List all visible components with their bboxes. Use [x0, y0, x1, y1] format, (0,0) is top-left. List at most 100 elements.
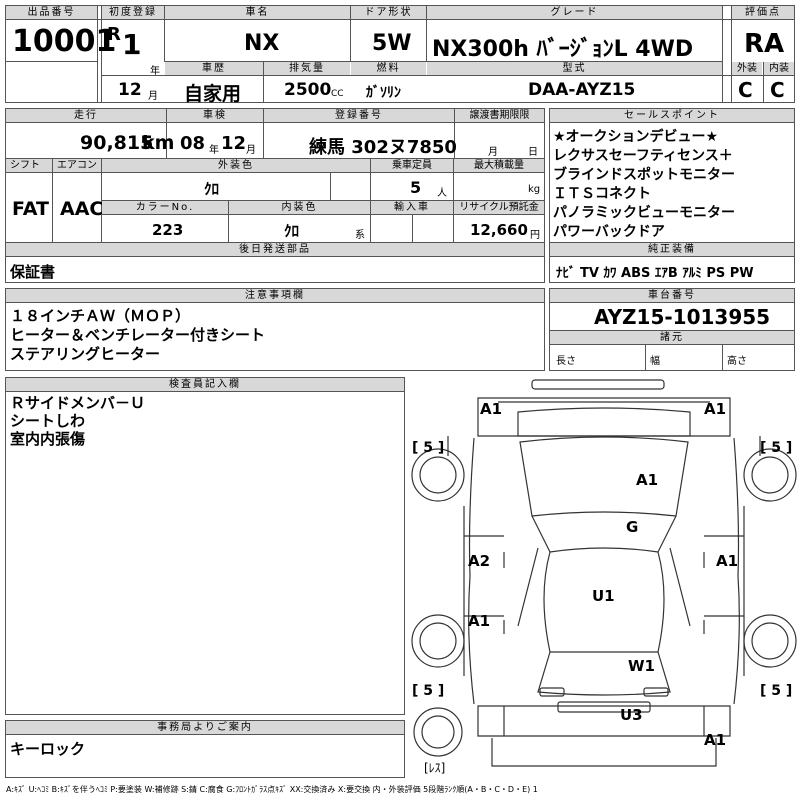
- kei-unit: 系: [355, 230, 365, 241]
- model-value: DAA-AYZ15: [528, 80, 636, 100]
- tire-tread-rear-left: [ 5 ]: [412, 683, 445, 699]
- damage-a1-rear-right: A1: [704, 731, 727, 749]
- grade: NX300h ﾊﾞｰｼﾞｮﾝL 4WD: [432, 37, 694, 62]
- sales-point-item: パワーバックドア: [553, 224, 665, 240]
- sales-points-header: セールスポイント: [550, 109, 794, 122]
- displacement-value: 2500: [284, 80, 332, 100]
- tire-tread-rear-right: [ 5 ]: [760, 683, 793, 699]
- tire-tread-front-right: [ 5 ]: [760, 440, 793, 456]
- aircon-value: AAC: [60, 198, 104, 220]
- damage-a1-hood: A1: [636, 471, 659, 489]
- damage-u1-roof: U1: [592, 587, 615, 605]
- damage-w1-rear: W1: [628, 657, 655, 675]
- sales-points-block: [549, 108, 795, 283]
- displacement-header: 排気量: [264, 62, 350, 75]
- car-name-header: 車名: [165, 6, 350, 19]
- width-label: 幅: [650, 356, 660, 367]
- grade-header: グレード: [427, 6, 722, 19]
- sales-point-item: レクサスセーフティセンス＋: [553, 148, 733, 164]
- color-header: 外装色: [102, 159, 370, 172]
- interior-color-value: ｸﾛ: [284, 222, 300, 240]
- car-diagram: [411, 379, 797, 767]
- cc-unit: CC: [331, 89, 344, 99]
- interior-color-header: 内装色: [229, 201, 370, 214]
- note-item: ステアリングヒーター: [10, 345, 161, 363]
- reg-no-header: 登録番号: [264, 109, 454, 122]
- fuel-header: 燃料: [351, 62, 426, 75]
- year-unit: 年: [150, 66, 160, 77]
- interior-header: 内装: [764, 62, 794, 75]
- spec-block: [5, 108, 545, 283]
- recycle-value: 12,660: [470, 221, 528, 239]
- inspection-month: 12: [221, 133, 247, 154]
- legend: A:ｷｽﾞ U:ﾍｺﾐ B:ｷｽﾞを伴うﾍｺﾐ P:要塗装 W:補修跡 S:錆 …: [6, 785, 538, 794]
- inspector-note-item: Ｒサイドメンバ－Ｕ: [10, 394, 146, 412]
- interior-score: C: [770, 78, 785, 102]
- damage-g-windshield: G: [626, 518, 639, 536]
- damage-a1-left-rear: A1: [468, 612, 491, 630]
- top-block: [5, 5, 795, 103]
- inspection-year: 08: [180, 133, 206, 154]
- recycle-header: リサイクル預託金: [454, 201, 544, 214]
- damage-u3-rear-bumper: U3: [620, 706, 643, 724]
- model-header: 型式: [427, 62, 722, 75]
- door-header: ドア形状: [351, 6, 426, 19]
- capacity-value: 5: [410, 178, 422, 197]
- chassis-block: [549, 288, 795, 371]
- inspector-note-item: シートしわ: [10, 412, 86, 430]
- notes-block: [5, 288, 545, 371]
- inspector-block: [5, 377, 405, 715]
- era: R: [107, 24, 121, 45]
- damage-a1-right-door: A1: [716, 552, 739, 570]
- genuine-equipment: ﾅﾋﾞ TV ｶﾜ ABS ｴｱB ｱﾙﾐ PS PW: [556, 266, 754, 281]
- inspection-year-unit: 年: [209, 145, 219, 156]
- inspection-month-unit: 月: [246, 145, 256, 156]
- transfer-header: 譲渡書期限限: [455, 109, 544, 122]
- capacity-unit: 人: [437, 188, 447, 199]
- office-block: [5, 720, 405, 778]
- score-header: 評価点: [732, 6, 794, 19]
- length-label: 長さ: [556, 356, 576, 367]
- height-label: 高さ: [727, 356, 747, 367]
- first-reg-month: 12: [118, 80, 142, 100]
- lot-no-header: 出品番号: [6, 6, 97, 19]
- color-no-header: カラーNo.: [102, 201, 228, 214]
- first-reg-year: 1: [122, 28, 142, 61]
- mileage-value: 90,815: [80, 132, 154, 154]
- month-unit: 月: [148, 91, 158, 102]
- exterior-header: 外装: [732, 62, 762, 75]
- transfer-day: 日: [528, 147, 538, 158]
- notes-list: １８インチＡＷ（ＭＯＰ）ヒーター＆ベンチレーター付きシートステアリングヒーター: [10, 307, 265, 364]
- spare-tire-label: [ﾚｽ]: [424, 761, 446, 775]
- transfer-month: 月: [488, 147, 498, 158]
- color-value: ｸﾛ: [204, 180, 220, 198]
- sales-point-item: ★オークションデビュー★: [553, 129, 719, 145]
- note-item: ヒーター＆ベンチレーター付きシート: [10, 326, 266, 344]
- exterior-score: C: [738, 78, 753, 102]
- damage-a2-left: A2: [468, 552, 491, 570]
- damage-a1-front-left: A1: [480, 400, 503, 418]
- office-note: キーロック: [10, 740, 86, 758]
- inspector-note-item: 室内内張傷: [10, 430, 86, 448]
- tire-tread-front-left: [ 5 ]: [412, 440, 445, 456]
- shift-header: シフト: [6, 159, 52, 172]
- capacity-header: 乗車定員: [371, 159, 453, 172]
- max-load-header: 最大積載量: [454, 159, 544, 172]
- note-item: １８インチＡＷ（ＭＯＰ）: [10, 307, 191, 325]
- score: RA: [744, 29, 785, 59]
- chassis-number: AYZ15-1013955: [594, 305, 771, 329]
- chassis-header: 車台番号: [550, 289, 794, 302]
- fuel-value: ｶﾞｿﾘﾝ: [366, 85, 401, 101]
- later-parts-header: 後日発送部品: [6, 243, 544, 256]
- later-parts-value: 保証書: [10, 263, 56, 281]
- sales-point-item: ブラインドスポットモニター: [553, 167, 735, 183]
- aircon-header: エアコン: [53, 159, 101, 172]
- car-name: NX: [244, 31, 280, 56]
- lot-number: 10001: [12, 24, 117, 59]
- first-reg-header: 初度登録: [102, 6, 164, 19]
- import-header: 輸入車: [371, 201, 453, 214]
- yen-unit: 円: [530, 230, 540, 241]
- genuine-header: 純正装備: [550, 243, 794, 256]
- sales-point-item: パノラミックビューモニター: [553, 205, 735, 221]
